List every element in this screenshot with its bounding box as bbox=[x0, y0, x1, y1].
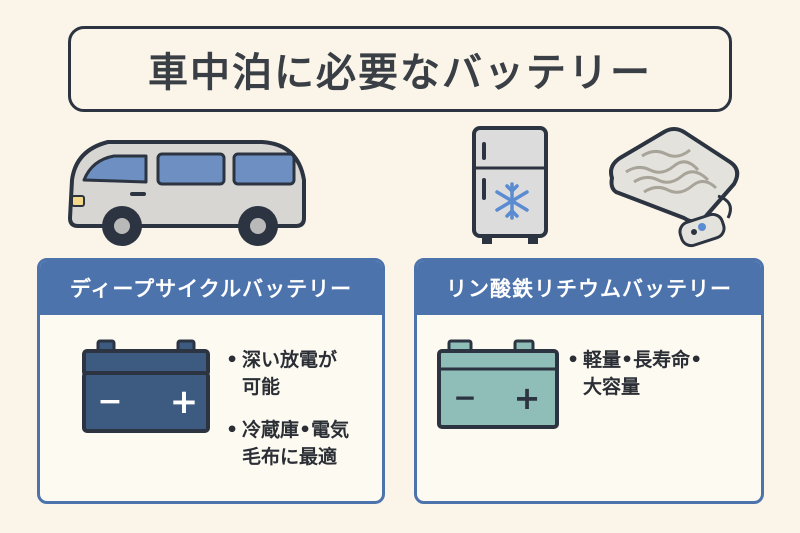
bullet-text: 軽量•長寿命• 大容量 bbox=[583, 349, 703, 398]
title-box: 車中泊に必要なバッテリー bbox=[68, 26, 732, 112]
electric-blanket-icon bbox=[609, 127, 740, 248]
bullet-dot: • bbox=[226, 419, 239, 441]
van-icon bbox=[68, 140, 306, 246]
bullet-item: • 冷蔵庫•電気 毛布に最適 bbox=[226, 417, 349, 471]
page-title: 車中泊に必要なバッテリー bbox=[148, 50, 652, 96]
battery-minus-label: − bbox=[453, 381, 476, 414]
lithium-bullets: • 軽量•長寿命• 大容量 bbox=[567, 347, 702, 417]
bullet-item: • 軽量•長寿命• 大容量 bbox=[567, 347, 702, 401]
deep-cycle-card: ディープサイクルバッテリー − + • 深い放電が 可能 • 冷蔵庫•電気 毛布… bbox=[37, 258, 385, 504]
deep-cycle-bullets: • 深い放電が 可能 • 冷蔵庫•電気 毛布に最適 bbox=[226, 347, 349, 487]
lithium-header: リン酸鉄リチウムバッテリー bbox=[417, 261, 761, 315]
bullet-item: • 深い放電が 可能 bbox=[226, 347, 349, 401]
deep-cycle-header: ディープサイクルバッテリー bbox=[40, 261, 382, 315]
bullet-text: 深い放電が 可能 bbox=[242, 349, 338, 398]
battery-plus-label: + bbox=[514, 379, 541, 417]
battery-plus-label: + bbox=[170, 382, 199, 422]
lithium-card: リン酸鉄リチウムバッテリー − + • 軽量•長寿命• 大容量 bbox=[414, 258, 764, 504]
refrigerator-icon bbox=[472, 126, 548, 244]
snowflake-icon bbox=[495, 182, 529, 220]
car-battery-icon: − + bbox=[82, 339, 210, 433]
bullet-text: 冷蔵庫•電気 毛布に最適 bbox=[242, 419, 350, 468]
bullet-dot: • bbox=[567, 349, 580, 371]
bullet-dot: • bbox=[226, 349, 239, 371]
lithium-battery-icon: − + bbox=[437, 339, 559, 429]
battery-minus-label: − bbox=[97, 384, 122, 419]
